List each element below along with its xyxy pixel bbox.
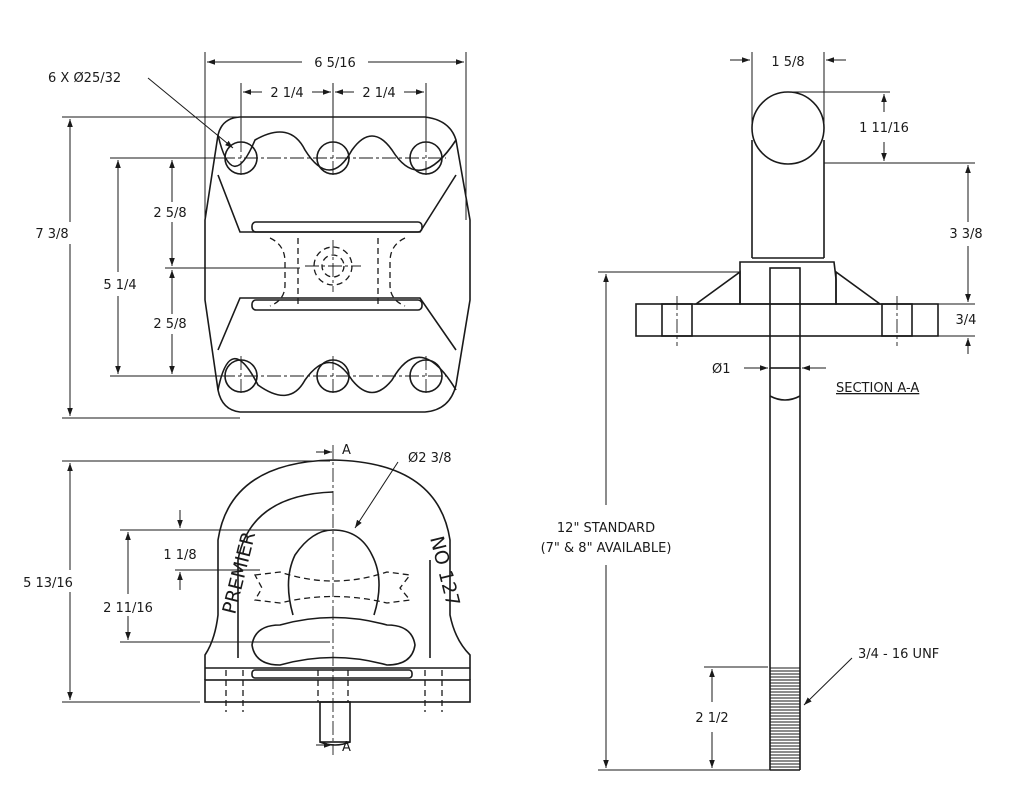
neck-height-label: 3 3/8 [949,227,982,242]
section-flange [635,303,939,337]
dim-ball-center-height: 2 11/16 [103,529,333,643]
dim-shank-diameter: Ø1 [712,362,826,377]
dim-ball-width: 1 5/8 [730,52,846,125]
top-scallop-edge [217,131,457,172]
shank-length-line1: 12" STANDARD [557,521,655,536]
front-overall-height-label: 5 13/16 [23,576,73,591]
callout-holes: 6 X Ø25/32 [48,71,234,149]
section-title: SECTION A-A [836,381,919,396]
front-arch-inner [237,491,334,658]
top-offset-label: 1 1/8 [163,548,196,563]
ball-hidden-horizontal [253,571,412,604]
hole-spacing-left-label: 2 1/4 [270,86,303,101]
dim-halves: 2 5/8 2 5/8 [153,160,300,374]
mounting-holes [221,138,446,396]
left-post-hidden [269,237,286,307]
dim-hole-row-spacing: 5 1/4 [103,157,222,377]
ball-center-height-label: 2 11/16 [103,601,153,616]
ball-height-label: 1 11/16 [859,121,909,136]
section-marker-top: A [342,443,351,458]
bottom-scallop-edge [217,356,457,397]
brand-right-label: NO 127 [425,534,464,609]
thread-length-label: 2 1/2 [695,711,728,726]
section-flange-top [693,270,741,305]
section-marker-bottom: A [342,740,351,755]
front-rail [251,669,413,679]
upper-rail [251,221,423,233]
base-bolts-hidden [225,670,443,712]
top-view: 6 5/16 2 1/4 2 1/4 6 X Ø25/32 7 3/8 [35,52,471,419]
shank-break [769,395,801,401]
dim-top-offset: 1 1/8 [163,510,260,590]
dim-overall-width: 6 5/16 [204,52,467,220]
top-view-outline [204,116,471,413]
callout-thread: 3/4 - 16 UNF [803,647,939,706]
dim-hole-spacing: 2 1/4 2 1/4 [240,83,427,140]
dim-neck-height: 3 3/8 [880,165,983,305]
upper-half-label: 2 5/8 [153,206,186,221]
shank-diameter-label: Ø1 [712,362,731,377]
thread-spec-label: 3/4 - 16 UNF [858,647,939,662]
flange-thickness-label: 3/4 [956,313,977,328]
front-shank-break [319,741,351,746]
hole-spacing-right-label: 2 1/4 [362,86,395,101]
dim-shank-length: 12" STANDARD (7" & 8" AVAILABLE) [541,271,770,771]
shank-threads [770,667,800,768]
dim-overall-height: 7 3/8 [35,116,240,419]
right-post-hidden [389,237,406,307]
holes-callout-label: 6 X Ø25/32 [48,71,121,86]
dim-front-overall-height: 5 13/16 [23,460,330,703]
front-base-plate [204,679,471,703]
dim-ball-height: 1 11/16 [790,91,975,164]
overall-width-label: 6 5/16 [314,56,356,71]
dim-thread-length: 2 1/2 [695,666,768,768]
section-view: 1 5/8 1 11/16 3 3/8 3/4 Ø1 [541,52,983,771]
front-shank [319,701,351,743]
shank-length-line2: (7" & 8" AVAILABLE) [541,541,672,556]
lower-half-label: 2 5/8 [153,317,186,332]
hole-row-spacing-label: 5 1/4 [103,278,136,293]
lower-rail [251,299,423,311]
ball-diameter-label: Ø2 3/8 [408,451,452,466]
overall-height-label: 7 3/8 [35,227,68,242]
ball [287,529,380,616]
front-arch-outline [204,459,471,680]
dim-flange-thickness: 3/4 [938,286,976,354]
ball-lower-lobe [251,616,416,666]
front-view: A A PREMIER NO 127 Ø2 3/8 5 13/16 2 11/1… [23,443,471,755]
ball-width-label: 1 5/8 [771,55,804,70]
section-ball [751,91,825,165]
brand-left-label: PREMIER [219,530,261,617]
section-flange-top-right [835,270,883,305]
section-pin [769,267,801,369]
lower-taper [217,297,457,351]
